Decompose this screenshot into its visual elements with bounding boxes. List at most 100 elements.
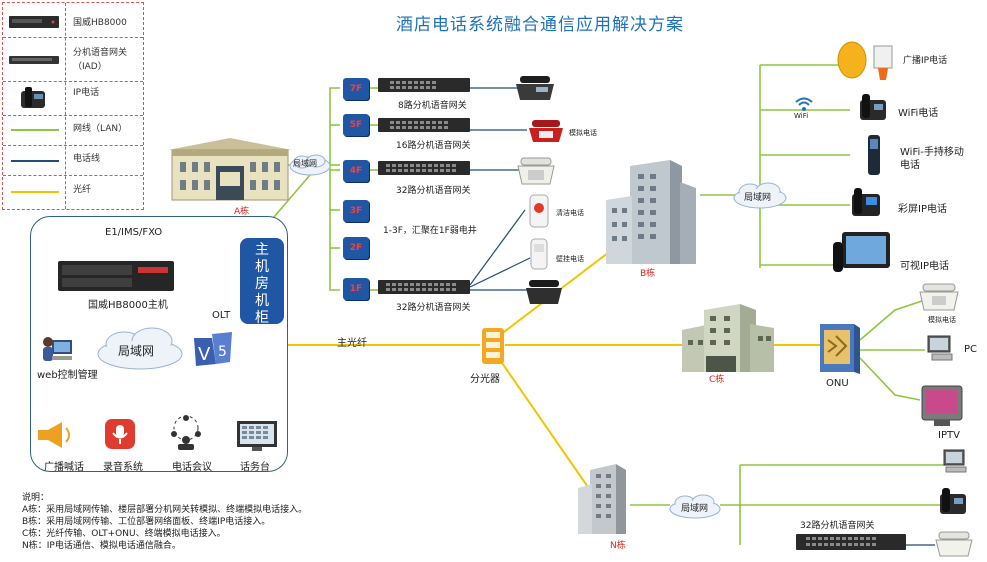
lan-line-icon <box>11 129 59 131</box>
gateway-device-icon <box>9 56 59 64</box>
wifi-phone-icon <box>860 94 886 120</box>
pbx-device-icon <box>9 16 59 28</box>
gateway-label-8: 8路分机语音网关 <box>398 101 467 111</box>
gateway-label-16: 16路分机语音网关 <box>396 141 471 151</box>
svg-text:V: V <box>198 344 211 365</box>
notes-heading: 说明： <box>22 493 50 503</box>
phone-label-analog: 模拟电话 <box>569 129 597 137</box>
main-room-title-text: 主机房机柜 <box>255 242 269 326</box>
notes-line-n: N栋：IP电话通信、模拟电话通信融合。 <box>22 541 181 551</box>
desk-phone-1f-icon <box>526 280 562 304</box>
svg-text:5: 5 <box>218 344 227 360</box>
app-label-broadcast: 广播喊话 <box>44 462 84 473</box>
fiber-line-icon <box>11 191 59 193</box>
legend-label-phone-line: 电话线 <box>73 154 101 164</box>
cleaning-phone-icon <box>529 194 549 228</box>
device-label-handheld: WiFi-手持移动电话 <box>900 147 964 171</box>
app-label-operator: 话务台 <box>240 462 270 473</box>
building-a-icon <box>168 138 292 201</box>
device-label-c-analog: 模拟电话 <box>928 316 956 324</box>
fiber-label: 主光纤 <box>337 338 367 349</box>
building-c-label: C栋 <box>709 375 725 385</box>
notes-block: 说明： A栋：采用局域网传输、楼层部署分机网关转模拟、终端模拟电话接入。 B栋：… <box>22 492 307 552</box>
gateway-label-32-1f: 32路分机语音网关 <box>396 303 471 313</box>
red-analog-phone-icon <box>529 120 563 142</box>
conference-icon <box>171 415 201 450</box>
app-label-recording: 录音系统 <box>103 462 143 473</box>
building-n-icon <box>578 464 626 534</box>
phone-label-cleaning: 清洁电话 <box>556 209 584 217</box>
pbx-label: 国威HB8000主机 <box>88 300 168 311</box>
lan-label-n: 局域网 <box>681 504 709 514</box>
legend-label-lan: 网线（LAN） <box>73 124 128 134</box>
legend-label-pbx: 国威HB8000 <box>73 18 127 28</box>
notes-line-b: B栋：采用局域网传输、工位部署网络面板、终端IP电话接入。 <box>22 517 271 527</box>
handheld-phone-icon <box>868 135 880 175</box>
video-ip-phone-icon <box>833 232 890 272</box>
main-room-title: 主机房机柜 <box>240 238 284 326</box>
n-pc-icon <box>943 449 967 473</box>
device-label-broadcast-ip: 广播IP电话 <box>903 56 948 66</box>
note-floors-1-3: 1-3F，汇聚在1F弱电井 <box>383 226 477 236</box>
gateway-8-icon <box>378 78 470 92</box>
color-screen-ip-phone-icon <box>852 188 880 216</box>
device-label-pc: PC <box>964 344 978 355</box>
legend-box: 国威HB8000 分机语音网关 （IAD） IP电话 网线（LAN） 电话线 光… <box>2 2 144 210</box>
gateway-32-1f-icon <box>378 280 470 294</box>
lan-cloud-b <box>733 182 787 209</box>
n-gateway-label: 32路分机语音网关 <box>800 521 875 531</box>
wall-phone-icon <box>530 238 548 270</box>
building-b-label: B栋 <box>640 269 656 279</box>
building-b-icon <box>606 160 696 264</box>
floor-3f: 3F <box>343 200 369 222</box>
floor-1f: 1F <box>343 278 369 300</box>
fiber-to-n <box>499 359 591 491</box>
broadcast-ip-phone-icon <box>837 41 893 80</box>
lan-label-a: 局域网 <box>293 159 317 168</box>
recording-icon <box>105 419 135 449</box>
legend-label-ip-phone: IP电话 <box>73 88 100 98</box>
legend-label-gateway-iad: （IAD） <box>73 62 107 72</box>
lan-label-b: 局域网 <box>744 193 772 203</box>
iptv-icon <box>921 385 963 426</box>
device-label-video-ip: 可视IP电话 <box>900 261 949 272</box>
protocols-label: E1/IMS/FXO <box>105 227 163 238</box>
desk-phone-icon <box>516 76 554 100</box>
web-admin-label: web控制管理 <box>37 370 98 381</box>
device-label-wifi-phone: WiFi电话 <box>898 108 939 119</box>
page-title: 酒店电话系统融合通信应用解决方案 <box>396 15 684 35</box>
device-label-iptv: IPTV <box>938 430 960 441</box>
lan-cloud-n <box>669 494 721 519</box>
legend-label-fiber: 光纤 <box>73 185 92 195</box>
lan-label-main: 局域网 <box>118 344 155 358</box>
building-n-label: N栋 <box>610 541 626 551</box>
operator-console-icon <box>237 421 277 451</box>
gateway-label-32-4f: 32路分机语音网关 <box>396 186 471 196</box>
notes-line-c: C栋：光纤传输、OLT+ONU、终端模拟电话接入。 <box>22 529 226 539</box>
n-analog-phone-icon <box>935 531 973 557</box>
phone-label-wall: 壁挂电话 <box>556 255 584 263</box>
onu-device-icon <box>820 324 860 374</box>
floor-5f: 5F <box>343 114 369 136</box>
phone-line-icon <box>11 160 59 162</box>
onu-label: ONU <box>826 378 849 389</box>
n-ip-phone-icon <box>940 488 966 514</box>
app-label-conference: 电话会议 <box>172 462 212 473</box>
n-gateway-icon <box>796 534 906 550</box>
gateway-16-icon <box>378 118 470 132</box>
wifi-label: WiFi <box>794 112 809 120</box>
wifi-icon <box>795 97 813 111</box>
lan-cloud-main <box>97 327 183 370</box>
notes-line-a: A栋：采用局域网传输、楼层部署分机网关转模拟、终端模拟电话接入。 <box>22 505 308 515</box>
web-admin-icon <box>43 337 72 361</box>
floor-7f: 7F <box>343 78 369 100</box>
broadcast-icon <box>38 422 70 448</box>
lan-cloud-a <box>289 154 331 176</box>
fiber-to-b <box>499 239 626 336</box>
building-c-icon <box>682 304 774 372</box>
c-analog-phone-icon <box>919 283 959 311</box>
legend-label-gateway: 分机语音网关 <box>73 48 128 58</box>
gateway-32-icon <box>378 161 470 175</box>
olt-label: OLT <box>212 310 231 321</box>
